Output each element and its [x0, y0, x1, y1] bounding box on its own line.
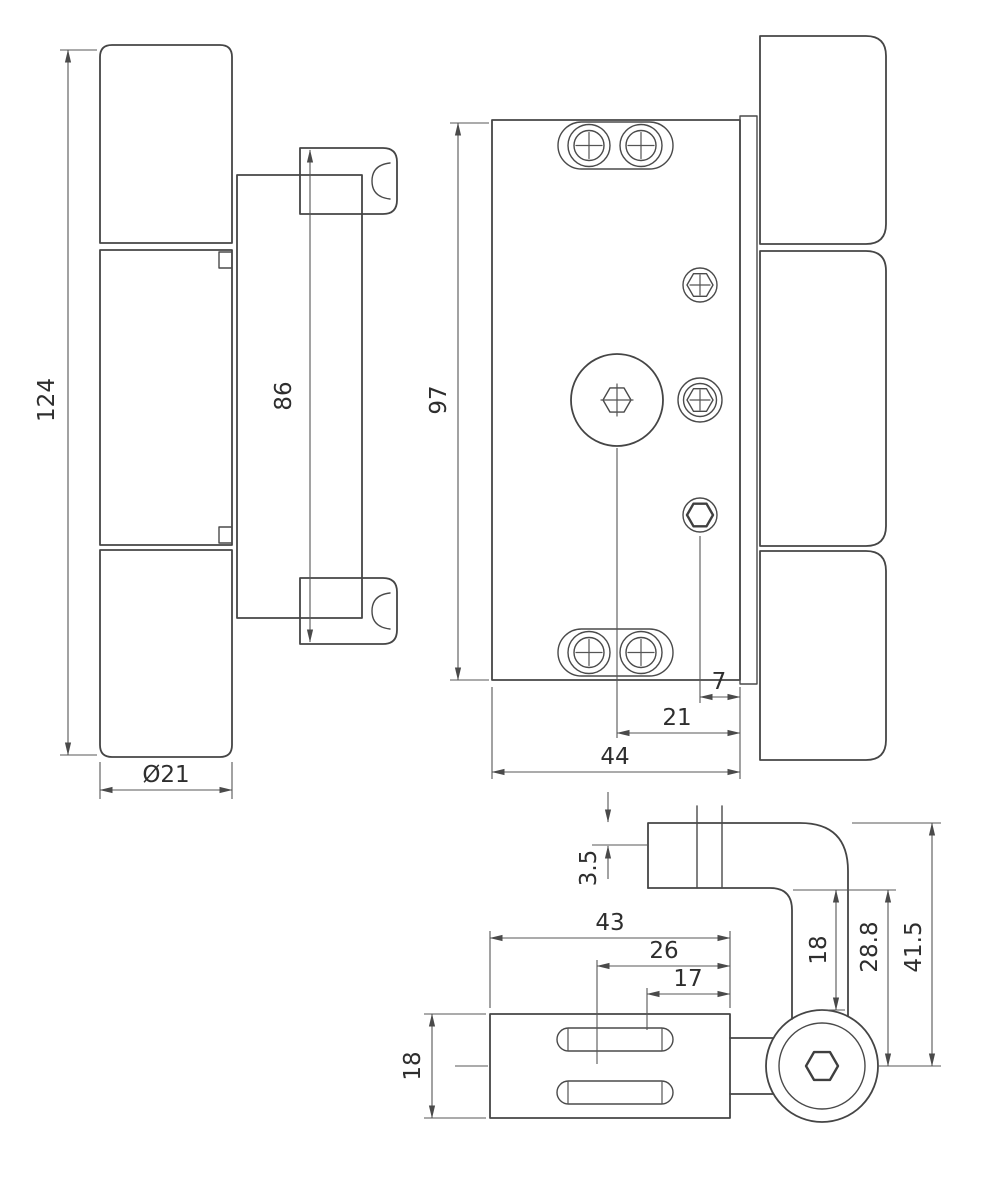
hex-bolt-icon: [686, 388, 714, 412]
hook-top: [299, 147, 398, 215]
dim-label-total-height: 124: [34, 378, 60, 422]
dim-label-hole-to-edge: 7: [712, 669, 727, 695]
dim-label-hole-span-a: 26: [649, 938, 678, 964]
dim-label-leaf-span: 86: [271, 381, 297, 410]
dim-label-hole-span-b: 17: [673, 966, 702, 992]
bolt-cross-icon: [689, 274, 711, 296]
dim-label-plate-offset: 3.5: [576, 850, 602, 887]
screw-slot-top: [557, 121, 674, 170]
slot-end-ticks: [567, 1081, 663, 1104]
screw-cross-icon: [575, 131, 603, 160]
dim-label-body-width: 43: [595, 910, 624, 936]
screw-head: [619, 123, 663, 168]
dim-label-center-to-edge: 21: [662, 705, 691, 731]
hex-nut-icon: [685, 502, 715, 528]
knuckle-notch-bottom: [218, 526, 233, 544]
slot-end-ticks: [567, 1028, 663, 1051]
dim-label-plate-height: 97: [426, 385, 452, 414]
hex-bolt-icon: [686, 273, 714, 297]
barrel-knuckle-middle: [99, 249, 233, 546]
pivot-outer: [765, 1009, 879, 1123]
dim-label-overall-depth: 41.5: [901, 921, 927, 972]
leaf-body: [236, 174, 363, 619]
screw-head-inner: [625, 129, 657, 162]
bolt-cross-icon: [689, 389, 711, 411]
guide-slot-top: [556, 1027, 674, 1052]
knuckle-notch-top: [218, 251, 233, 269]
arm-outer-profile: [647, 822, 849, 1017]
dim-label-arm-to-pivot-center: 28.8: [857, 921, 883, 972]
screw-head: [567, 123, 611, 168]
guide-body: [489, 1013, 731, 1119]
screw-head-inner: [625, 636, 657, 669]
dim-label-body-depth: 18: [400, 1051, 426, 1080]
barrel-front-bottom: [759, 550, 887, 761]
arm-inner-profile: [647, 887, 793, 1020]
screw-head: [619, 630, 663, 675]
screw-cross-icon: [575, 638, 603, 667]
bolt-cross-icon: [600, 383, 634, 417]
barrel-front-middle: [759, 250, 887, 547]
hook-top-slot: [371, 162, 391, 200]
screw-cross-icon: [627, 638, 655, 667]
screw-slot-bottom: [557, 628, 674, 677]
side-view: 124 86 Ø21: [34, 44, 398, 799]
dim-label-barrel-diameter: Ø21: [142, 762, 189, 788]
dim-label-arm-to-pivot-top: 18: [806, 935, 832, 964]
hook-bottom-slot: [371, 592, 391, 630]
fastener-bore: [682, 497, 718, 533]
guide-slot-bottom: [556, 1080, 674, 1105]
screw-head-inner: [573, 129, 605, 162]
fastener-bore: [682, 267, 718, 303]
pivot-inner: [778, 1022, 866, 1110]
barrel-knuckle-bottom: [99, 549, 233, 758]
front-view: 97 7 21 44: [426, 35, 887, 779]
screw-cross-icon: [627, 131, 655, 160]
dim-label-plate-width: 44: [600, 744, 629, 770]
neck-link: [729, 1037, 774, 1095]
hook-bottom: [299, 577, 398, 645]
bottom-view: 3.5 43 26 17 18 18 28.8 41.5: [400, 792, 941, 1123]
adjustment-bore: [570, 353, 664, 447]
plate-fold-edge: [739, 115, 758, 685]
barrel-knuckle-top: [99, 44, 233, 244]
fastener-bore: [682, 382, 718, 418]
fastener-bore-outer: [677, 377, 723, 423]
barrel-front-top: [759, 35, 887, 245]
pivot-hex-socket-icon: [804, 1050, 840, 1082]
screw-head-inner: [573, 636, 605, 669]
screw-head: [567, 630, 611, 675]
arm-hole-lines: [696, 805, 723, 889]
